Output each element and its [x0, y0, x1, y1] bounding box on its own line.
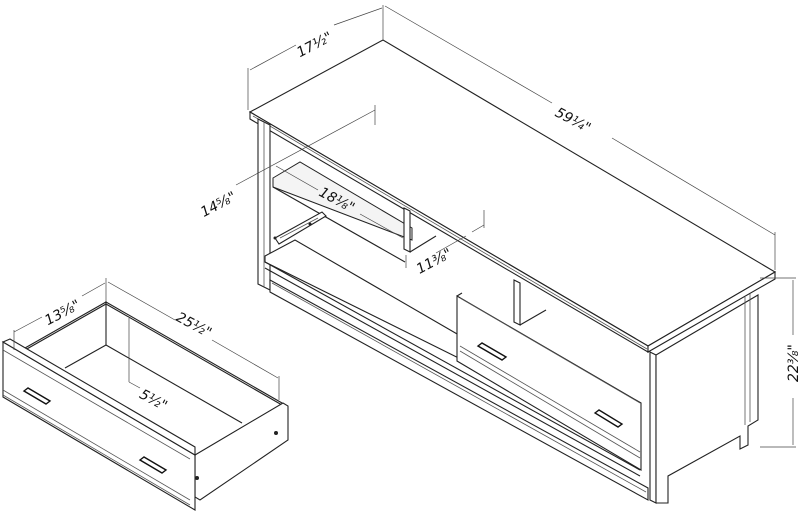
right-divider: [513, 279, 521, 326]
drawer-handle-right: [593, 409, 624, 428]
label-shelf-opening-height: 14⅝": [198, 189, 239, 221]
loose-drawer: [1, 301, 289, 511]
drawer-handle-left: [476, 342, 508, 361]
label-center-opening-depth: 11⅜": [414, 246, 455, 278]
right-side-face: [655, 294, 759, 504]
drawer-right-side: [194, 402, 289, 501]
cabinet-top-side-edge: [647, 271, 776, 353]
cabinet: [248, 39, 777, 504]
label-cabinet-depth: 17½": [294, 29, 335, 61]
right-side-panel: [649, 351, 657, 504]
label-drawer-width: 25½": [173, 309, 214, 341]
center-divider: [403, 207, 411, 253]
label-cabinet-height: 22⅜": [786, 344, 800, 382]
installed-drawer-front: [456, 295, 642, 471]
upper-left-shelf: [272, 161, 413, 241]
loose-drawer-handle-right: [138, 456, 168, 474]
loose-drawer-handle-left: [22, 387, 52, 405]
label-drawer-height: 5½": [137, 387, 170, 415]
label-drawer-depth: 13⅝": [42, 297, 83, 329]
installed-drawer: [456, 292, 642, 471]
drawer-front-top-rail: [1, 338, 196, 456]
label-cabinet-width: 59¼": [552, 105, 593, 137]
drawer-slide: [273, 211, 327, 245]
